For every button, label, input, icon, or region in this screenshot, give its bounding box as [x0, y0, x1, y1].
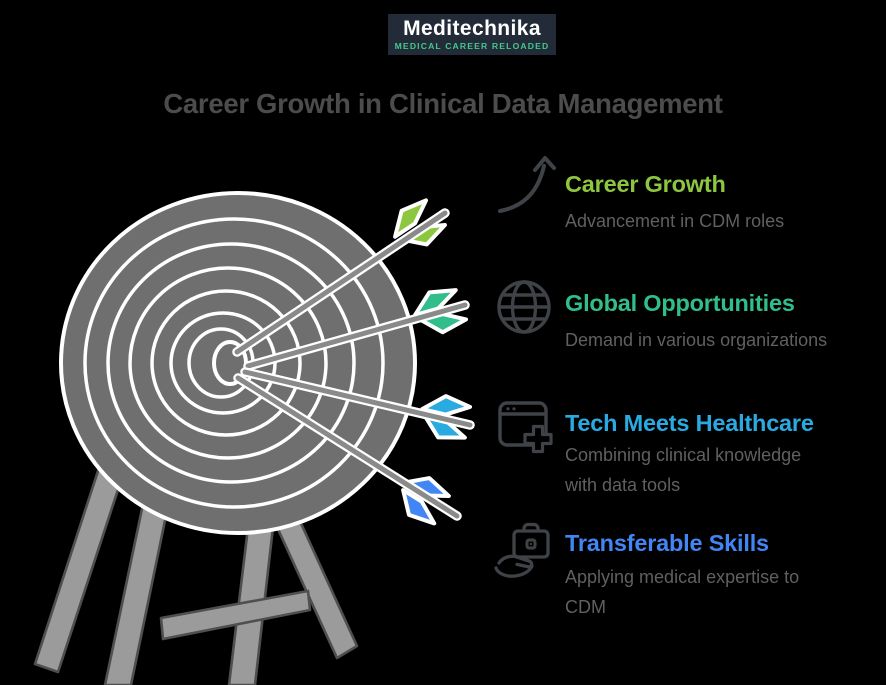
arrow-transferable-skills — [233, 373, 462, 526]
brand-logo: Meditechnika MEDICAL CAREER RELOADED — [388, 14, 556, 55]
brand-name: Meditechnika — [403, 17, 541, 40]
item-description-career-growth: Advancement in CDM roles — [565, 211, 785, 231]
item-description-global-opportunities: Demand in various organizations — [565, 330, 828, 350]
arrow-global-opportunities — [243, 288, 470, 371]
arrow-tech-meets-healthcare — [240, 367, 475, 440]
globe-icon — [497, 280, 551, 334]
hand-briefcase-icon — [494, 522, 550, 578]
page-title: Career Growth in Clinical Data Managemen… — [163, 88, 723, 119]
item-heading-career-growth: Career Growth — [565, 171, 726, 197]
target-stand — [33, 423, 359, 685]
brand-tagline: MEDICAL CAREER RELOADED — [394, 41, 550, 51]
item-description-tech-meets-healthcare: Combining clinical knowledge with data t… — [565, 445, 802, 495]
item-heading-tech-meets-healthcare: Tech Meets Healthcare — [565, 410, 814, 436]
growth-arrow-icon — [498, 156, 556, 213]
arrow-career-growth — [232, 198, 450, 357]
browser-medical-cross-icon — [498, 401, 553, 454]
item-heading-transferable-skills: Transferable Skills — [565, 530, 769, 556]
item-heading-global-opportunities: Global Opportunities — [565, 290, 795, 316]
target-with-arrows-illustration — [33, 191, 475, 685]
item-description-transferable-skills: Applying medical expertise to CDM — [565, 567, 800, 617]
target-board — [59, 191, 417, 535]
stand-crossbar — [159, 589, 312, 641]
